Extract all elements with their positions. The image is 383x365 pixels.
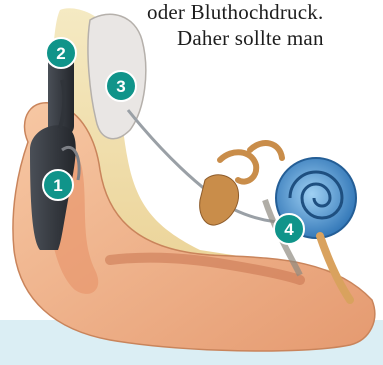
marker-4: 4: [274, 214, 304, 244]
marker-3: 3: [106, 71, 136, 101]
ossicles: [200, 175, 239, 225]
marker-1: 1: [43, 170, 73, 200]
marker-1-label: 1: [53, 176, 62, 195]
marker-2: 2: [46, 38, 76, 68]
marker-3-label: 3: [116, 77, 125, 96]
marker-2-label: 2: [56, 44, 65, 63]
marker-4-label: 4: [284, 220, 294, 239]
